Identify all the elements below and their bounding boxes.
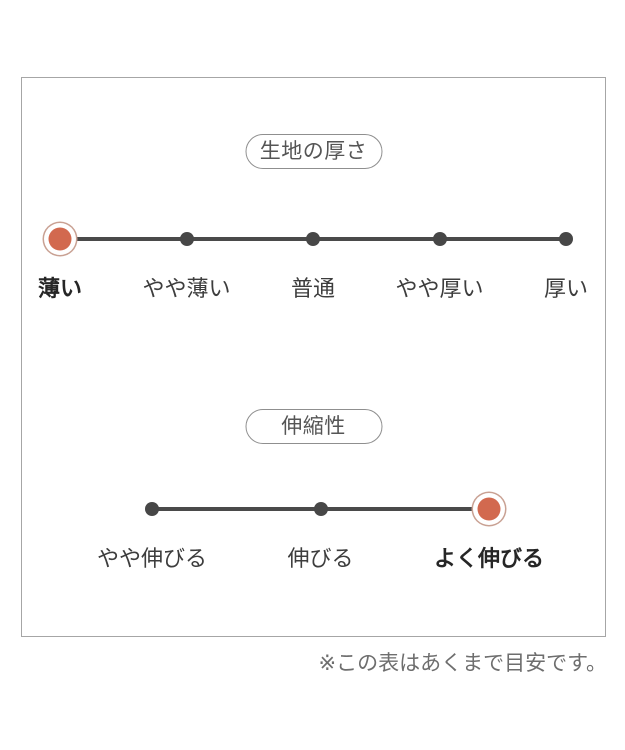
thickness-track bbox=[48, 227, 573, 251]
thickness-dot-thick bbox=[559, 232, 573, 246]
thickness-dot-slightly-thick bbox=[432, 232, 447, 246]
stretch-dot-well-selected bbox=[477, 497, 501, 521]
thickness-dot-thin-selected bbox=[48, 227, 72, 251]
stretch-title: 伸縮性 bbox=[281, 415, 346, 438]
stretch-labels: やや伸びる 伸びる よく伸びる bbox=[97, 544, 544, 574]
thickness-label-thick: 厚い bbox=[543, 276, 589, 301]
thickness-title-pill: 生地の厚さ bbox=[245, 134, 382, 169]
thickness-labels: 薄い やや薄い 普通 やや厚い 厚い bbox=[38, 274, 588, 304]
thickness-label-slightly-thick: やや厚い bbox=[395, 276, 484, 301]
stretch-dot-stretches bbox=[313, 502, 328, 516]
thickness-title: 生地の厚さ bbox=[259, 140, 368, 163]
thickness-label-normal: 普通 bbox=[290, 276, 336, 301]
stretch-track bbox=[145, 497, 501, 521]
stretch-label-stretches: 伸びる bbox=[287, 546, 354, 571]
stretch-label-somewhat: やや伸びる bbox=[96, 546, 208, 571]
stretch-dot-somewhat bbox=[145, 502, 159, 516]
thickness-label-slightly-thin: やや薄い bbox=[142, 276, 231, 301]
thickness-label-thin: 薄い bbox=[37, 276, 83, 301]
thickness-dot-normal bbox=[306, 232, 320, 246]
stretch-title-pill: 伸縮性 bbox=[245, 409, 382, 444]
disclaimer-note: ※この表はあくまで目安です。 bbox=[318, 652, 608, 675]
spec-frame: 生地の厚さ 薄い やや薄い 普通 やや厚い 厚い 伸縮性 bbox=[21, 77, 606, 637]
stretch-label-well: よく伸びる bbox=[433, 546, 545, 571]
thickness-dot-slightly-thin bbox=[179, 232, 194, 246]
